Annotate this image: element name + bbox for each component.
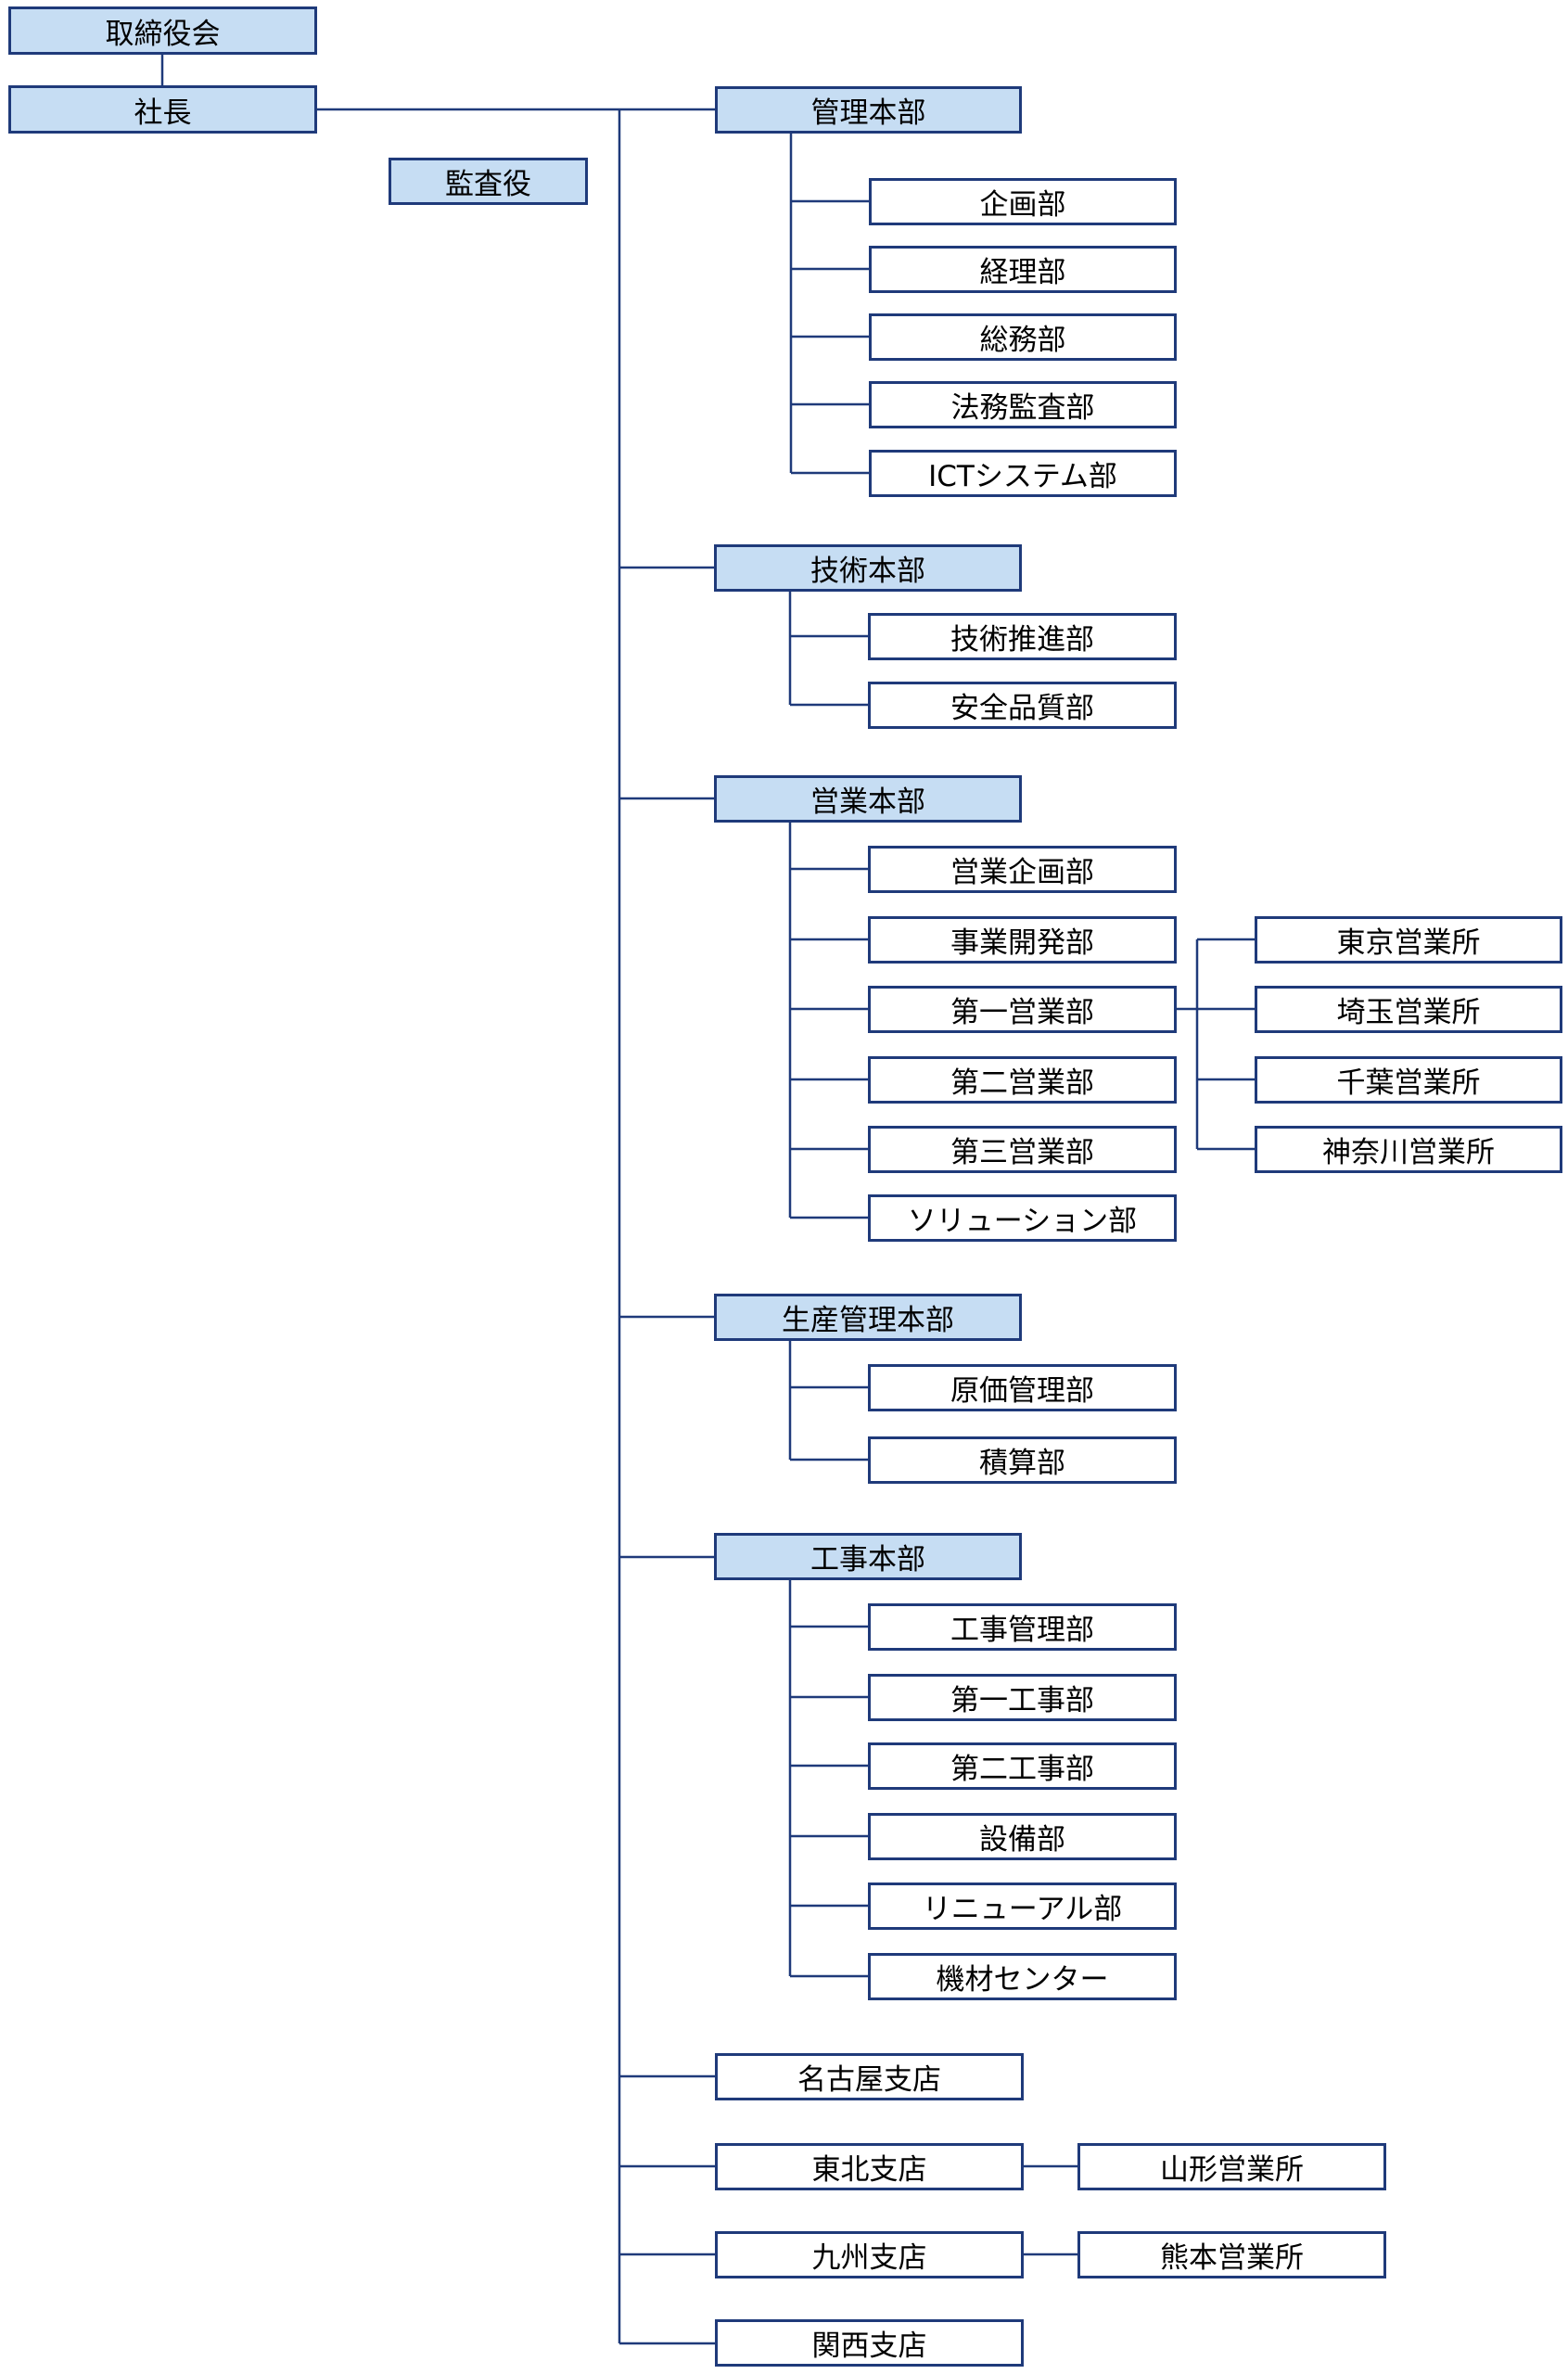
division-box: 技術本部 [714,544,1022,592]
department-box: 技術推進部 [868,613,1177,660]
department-box: 総務部 [869,313,1177,361]
department-box: 第一営業部 [868,986,1177,1033]
department-box: 安全品質部 [868,682,1177,729]
auditor-box: 監査役 [389,158,588,205]
sales-office-box: 埼玉営業所 [1255,986,1562,1033]
department-box: ICTシステム部 [869,450,1177,497]
sales-office-box: 東京営業所 [1255,916,1562,964]
department-box: 第二営業部 [868,1056,1177,1104]
department-box: 法務監査部 [869,381,1177,428]
department-box: ソリューション部 [868,1194,1177,1242]
board-box: 取締役会 [8,6,317,55]
branch-box: 九州支店 [715,2231,1024,2278]
division-box: 営業本部 [714,775,1022,823]
president-box: 社長 [8,85,317,134]
department-box: 設備部 [868,1813,1177,1860]
department-box: 経理部 [869,246,1177,293]
sales-office-box: 千葉営業所 [1255,1056,1562,1104]
department-box: 事業開発部 [868,916,1177,964]
department-box: リニューアル部 [868,1883,1177,1930]
branch-office-box: 山形営業所 [1077,2143,1386,2190]
department-box: 第二工事部 [868,1742,1177,1790]
department-box: 機材センター [868,1953,1177,2000]
department-box: 企画部 [869,178,1177,225]
branch-box: 関西支店 [715,2319,1024,2367]
division-box: 生産管理本部 [714,1294,1022,1341]
branch-box: 名古屋支店 [715,2053,1024,2100]
branch-office-box: 熊本営業所 [1077,2231,1386,2278]
department-box: 積算部 [868,1436,1177,1484]
department-box: 第一工事部 [868,1674,1177,1721]
department-box: 工事管理部 [868,1603,1177,1651]
sales-office-box: 神奈川営業所 [1255,1126,1562,1173]
division-box: 管理本部 [715,86,1022,134]
branch-box: 東北支店 [715,2143,1024,2190]
division-box: 工事本部 [714,1533,1022,1580]
department-box: 原価管理部 [868,1364,1177,1411]
department-box: 営業企画部 [868,846,1177,893]
department-box: 第三営業部 [868,1126,1177,1173]
